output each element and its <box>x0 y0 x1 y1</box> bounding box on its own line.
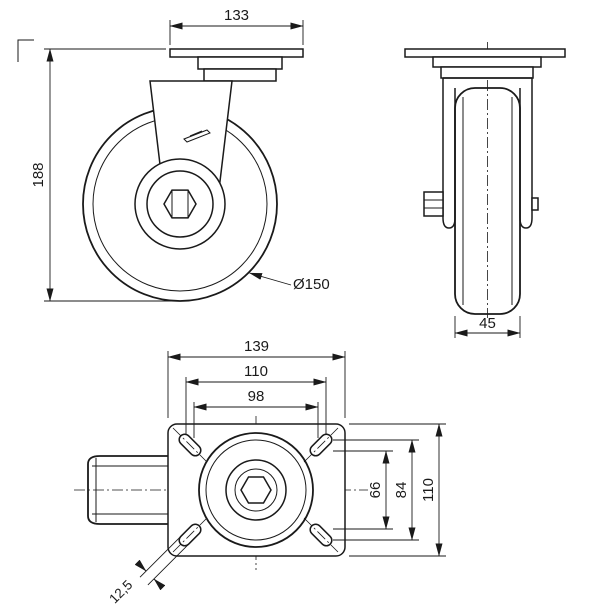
view-top: 139 110 98 66 84 110 <box>74 338 446 606</box>
dim-extension-lines <box>333 439 419 541</box>
raceway-inner-circle <box>205 439 307 541</box>
dim-overall-depth-label: 110 <box>420 478 437 502</box>
kingpin-hex <box>240 476 272 504</box>
hex-bolt-facets <box>171 190 189 218</box>
dim-overall-width: 139 <box>167 338 346 418</box>
wheel-front <box>454 87 521 315</box>
swivel-raceway-top <box>198 432 314 548</box>
dim-extension-lines <box>349 423 446 557</box>
dim-overall-depth: 110 <box>349 423 446 557</box>
dim-wheel-diameter: Ø150 <box>249 272 330 293</box>
swivel-raceway-upper <box>197 56 283 70</box>
dim-wheel-diameter-label: Ø150 <box>293 276 330 293</box>
wheel-profile <box>454 87 521 315</box>
leader-line <box>249 272 292 286</box>
top-plate <box>169 48 304 58</box>
dim-slot-width-label: 12,5 <box>106 577 135 606</box>
dim-extension-lines <box>44 48 174 302</box>
dim-wheel-width: 45 <box>454 315 521 338</box>
top-plate <box>404 48 566 58</box>
axle-nut-body <box>423 191 444 217</box>
swivel-plate-front <box>404 48 566 79</box>
kingpin-washer-circle <box>234 468 278 512</box>
dim-plate-width-label: 133 <box>224 7 249 24</box>
swivel-raceway-lower <box>440 66 534 79</box>
axle-nut <box>423 191 539 217</box>
dim-arrow-upper <box>134 559 147 572</box>
raceway-outer-circle <box>198 432 314 548</box>
kingpin-boss-circle <box>225 459 287 521</box>
wheel-tread-lines <box>92 465 170 515</box>
wheel-hub-side <box>134 158 226 250</box>
dim-overall-width-label: 139 <box>244 338 269 355</box>
frame-corner <box>17 39 34 62</box>
dim-arrow-lower <box>153 578 166 591</box>
dim-extension-lines <box>185 377 327 434</box>
dim-bolt-outer-width-label: 110 <box>244 363 268 380</box>
dim-extension-lines <box>139 530 195 586</box>
dim-overall-height-label: 188 <box>30 162 47 187</box>
dim-plate-width: 133 <box>169 7 304 45</box>
view-side: 133 188 Ø150 <box>30 7 330 302</box>
axle-end <box>531 197 539 211</box>
view-front: 45 <box>404 42 566 338</box>
dim-wheel-width-label: 45 <box>479 315 496 332</box>
brand-mark-icon <box>183 129 211 143</box>
axle-nut-facets <box>424 199 443 209</box>
dim-bolt-inner-width-label: 98 <box>248 388 265 405</box>
wheel-top <box>87 455 170 525</box>
mounting-plate <box>167 423 346 557</box>
dim-bolt-outer-height: 84 <box>333 439 419 541</box>
slot-bottom-right <box>309 523 333 547</box>
dim-bolt-outer-width: 110 <box>185 363 327 434</box>
dim-bolt-inner-height: 66 <box>333 450 393 530</box>
dim-bolt-inner-height-label: 66 <box>367 482 384 499</box>
wheel-tread-edges <box>462 97 513 305</box>
swivel-raceway-upper <box>432 56 542 68</box>
fork-leg-left <box>442 78 456 229</box>
dim-bolt-inner-width: 98 <box>193 388 319 438</box>
mounting-slots <box>172 427 339 553</box>
swivel-raceway-lower <box>203 68 277 82</box>
slot-top-right <box>309 433 333 457</box>
slot-top-left <box>178 433 202 457</box>
dim-overall-height: 188 <box>30 48 174 302</box>
swivel-plate-side <box>169 48 304 82</box>
fork-leg-right <box>519 78 533 229</box>
wheel-outline <box>87 455 170 525</box>
dim-extension-lines <box>167 351 346 418</box>
slot-centerlines <box>172 427 339 553</box>
axle-hex-bolt <box>163 189 197 219</box>
dim-bolt-outer-height-label: 84 <box>393 482 410 499</box>
